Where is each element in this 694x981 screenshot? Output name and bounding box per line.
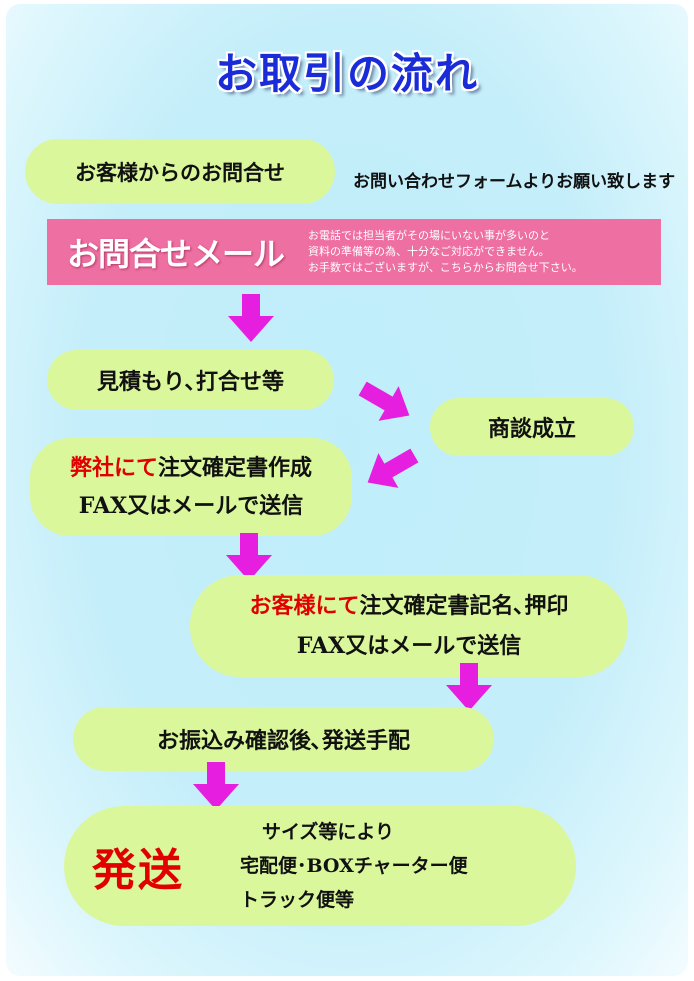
- inquiry-form-note: お問い合わせフォームよりお願い致します: [353, 172, 676, 192]
- mail-note-line: 資料の準備等の為、十分なご対応ができません。: [308, 245, 550, 258]
- inquiry-mail-note: お電話では担当者がその場にいない事が多いのと 資料の準備等の為、十分なご対応がで…: [308, 228, 583, 276]
- confirm-document-actor: 弊社にて: [69, 455, 158, 481]
- step-estimate: 見積もり､打合せ等: [47, 350, 334, 410]
- arrow-down-icon: [228, 294, 274, 342]
- step-payment-label: お振込み確認後､発送手配: [156, 728, 410, 754]
- arrow-left-down-icon: [367, 448, 419, 488]
- sign-document-line1: お客様にて注文確定書記名､押印: [249, 586, 568, 626]
- mail-note-line: お電話では担当者がその場にいない事が多いのと: [308, 229, 550, 242]
- arrow-down-icon: [226, 533, 272, 581]
- ship-method-line: 宅配便･BOXチャーター便: [240, 855, 468, 877]
- arrow-down-icon: [446, 663, 492, 711]
- step-ship: 発送 サイズ等により 宅配便･BOXチャーター便 トラック便等: [64, 806, 576, 926]
- inquiry-mail-banner[interactable]: お問合せメール お電話では担当者がその場にいない事が多いのと 資料の準備等の為、…: [47, 219, 661, 285]
- inquiry-mail-label[interactable]: お問合せメール: [67, 235, 285, 273]
- mail-note-line: お手数ではございますが、こちらからお問合せ下さい。: [308, 261, 583, 274]
- step-confirm-document: 弊社にて注文確定書作成 FAX又はメールで送信: [30, 438, 352, 536]
- arrow-down-icon: [193, 762, 239, 810]
- sign-document-actor: お客様にて: [249, 593, 360, 619]
- confirm-document-line2: FAX又はメールで送信: [78, 493, 304, 519]
- ship-method-line: トラック便等: [240, 889, 355, 911]
- confirm-document-line1: 弊社にて注文確定書作成: [70, 449, 312, 487]
- step-deal-label: 商談成立: [487, 416, 576, 442]
- ship-title: 発送: [92, 845, 184, 896]
- step-estimate-label: 見積もり､打合せ等: [96, 369, 284, 395]
- step-sign-document: お客様にて注文確定書記名､押印 FAX又はメールで送信: [190, 575, 628, 677]
- step-inquiry: お客様からのお問合せ: [25, 139, 335, 204]
- arrow-right-down-icon: [358, 381, 410, 421]
- sign-document-line2: FAX又はメールで送信: [296, 633, 522, 659]
- step-inquiry-label: お客様からのお問合せ: [75, 159, 285, 185]
- page-title: お取引の流れ: [214, 49, 479, 98]
- step-deal: 商談成立: [430, 398, 634, 456]
- ship-methods: サイズ等により 宅配便･BOXチャーター便 トラック便等: [240, 815, 468, 917]
- confirm-document-action: 注文確定書作成: [158, 455, 313, 481]
- sign-document-action: 注文確定書記名､押印: [359, 593, 569, 619]
- ship-method-line: サイズ等により: [262, 821, 395, 843]
- step-payment: お振込み確認後､発送手配: [73, 707, 494, 771]
